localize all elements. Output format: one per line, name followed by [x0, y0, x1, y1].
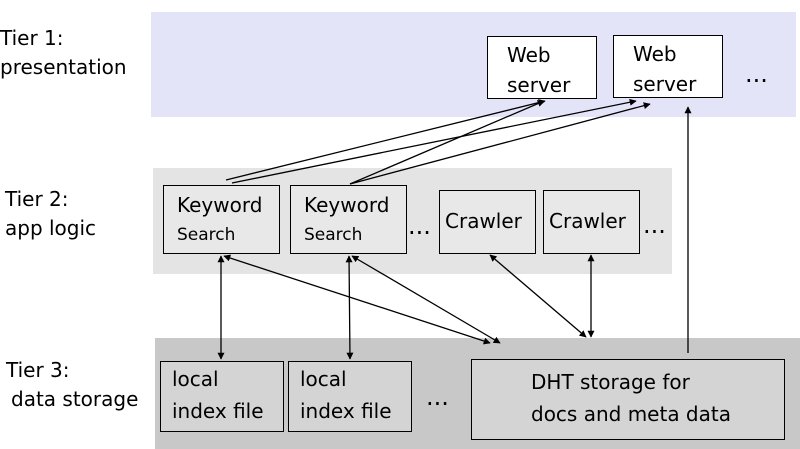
tier3-ellipsis: ...	[426, 383, 449, 411]
keyword-search-box-1: Keyword Search	[163, 185, 280, 254]
local-index-2-line1: local	[300, 367, 347, 391]
keyword-search-1-line1: Keyword	[177, 193, 263, 217]
tier1-label: Tier 1: presentation	[0, 24, 127, 82]
arrow-crawler1-dht	[489, 254, 587, 338]
local-index-1-line2: index file	[172, 399, 264, 423]
keyword-search-box-2: Keyword Search	[290, 185, 407, 254]
local-index-2-line2: index file	[300, 399, 392, 423]
arrow-ks2-web1	[349, 100, 545, 185]
arrow-ks2-index2	[345, 255, 354, 360]
keyword-search-2-line2: Search	[304, 225, 363, 245]
web-server-box-1: Web server	[487, 36, 597, 99]
arrow-ks1-web2	[231, 98, 637, 184]
local-index-box-1: local index file	[160, 361, 284, 432]
dht-storage-line2: docs and meta data	[531, 402, 731, 426]
keyword-search-1-line2: Search	[177, 225, 236, 245]
tier3-label: Tier 3: data storage	[6, 356, 138, 414]
arrow-ks2-dht	[351, 255, 501, 344]
tier3-label-line2: data storage	[11, 387, 139, 411]
crawler-2-label: Crawler	[549, 209, 626, 233]
tier2-label: Tier 2: app logic	[5, 185, 96, 243]
crawler-1-label: Crawler	[445, 209, 522, 233]
crawler-box-1: Crawler	[439, 190, 536, 254]
tier2-ellipsis-end: ...	[643, 211, 666, 239]
crawler-box-2: Crawler	[543, 190, 640, 254]
dht-storage-line1: DHT storage for	[531, 370, 690, 394]
dht-storage-box: DHT storage for docs and meta data	[471, 359, 785, 440]
tier3-label-line1: Tier 3:	[6, 358, 70, 382]
web-server-1-line1: Web	[507, 43, 551, 67]
arrow-ks1-dht	[223, 254, 491, 345]
local-index-box-2: local index file	[288, 361, 412, 432]
tier1-ellipsis: ...	[745, 60, 768, 88]
web-server-2-line2: server	[633, 72, 697, 96]
arrow-ks2-web2	[349, 102, 651, 185]
tier1-label-line1: Tier 1:	[0, 26, 64, 50]
web-server-1-line2: server	[507, 73, 571, 97]
keyword-search-2-line1: Keyword	[304, 193, 390, 217]
local-index-1-line1: local	[172, 367, 219, 391]
tier1-label-line2: presentation	[0, 55, 127, 79]
tier2-label-line1: Tier 2:	[5, 187, 69, 211]
tier2-ellipsis-mid: ...	[408, 212, 431, 240]
web-server-box-2: Web server	[613, 35, 723, 98]
tier2-label-line2: app logic	[5, 216, 97, 240]
arrow-ks1-web1	[225, 99, 546, 181]
web-server-2-line1: Web	[633, 42, 677, 66]
